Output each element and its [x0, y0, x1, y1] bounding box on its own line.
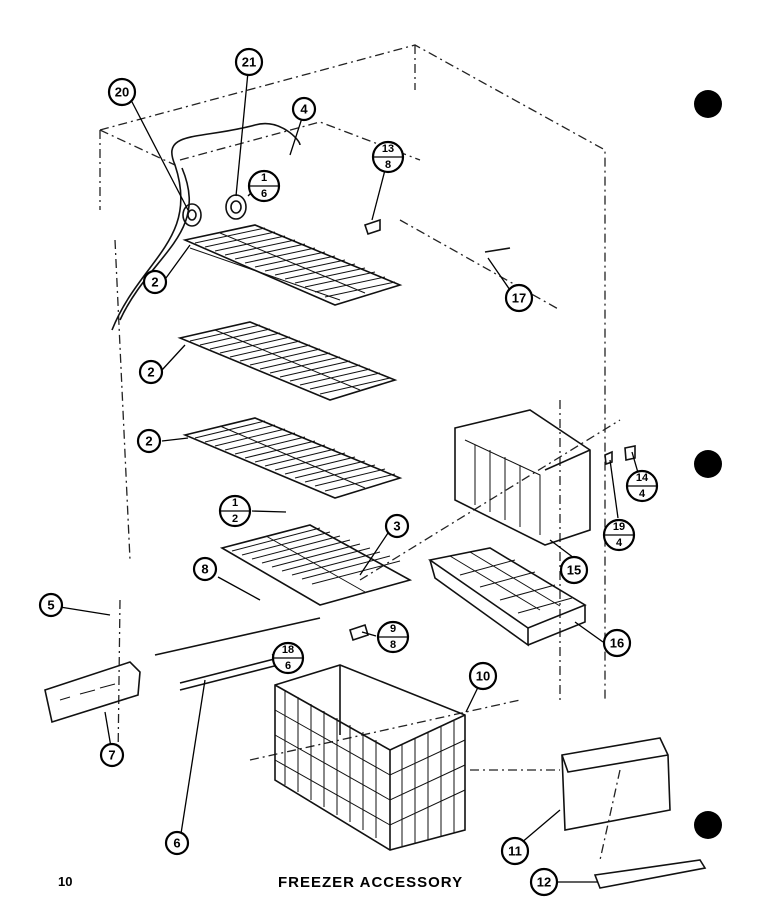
- svg-text:4: 4: [616, 537, 623, 549]
- svg-text:12: 12: [537, 875, 551, 890]
- callout-20: 20: [107, 77, 137, 107]
- ice-cube-tray: [427, 547, 587, 647]
- wire-shelf-2: [177, 321, 398, 401]
- page-number: 10: [58, 874, 73, 889]
- svg-text:4: 4: [639, 488, 646, 500]
- svg-text:6: 6: [173, 836, 180, 851]
- svg-text:14: 14: [636, 472, 649, 484]
- callout-21: 21: [234, 47, 264, 77]
- callout-1-over-2: 1 2: [218, 494, 252, 528]
- svg-text:21: 21: [242, 55, 256, 70]
- callout-10: 10: [468, 661, 498, 691]
- callout-15: 15: [559, 555, 589, 585]
- svg-text:6: 6: [261, 188, 267, 200]
- wire-shelf-3: [182, 417, 403, 499]
- freezer-cabinet-outline: [99, 44, 621, 861]
- svg-text:2: 2: [151, 275, 158, 290]
- callout-16: 16: [602, 628, 632, 658]
- page-title: FREEZER ACCESSORY: [278, 874, 464, 891]
- callout-11: 11: [500, 836, 530, 866]
- callout-1-over-6: 1 6: [247, 169, 281, 203]
- svg-text:1: 1: [261, 172, 267, 184]
- svg-text:1: 1: [232, 497, 238, 509]
- control-wire: [111, 122, 301, 331]
- svg-text:8: 8: [385, 159, 391, 171]
- callout-13-over-8: 13 8: [371, 140, 405, 174]
- svg-text:7: 7: [108, 748, 115, 763]
- svg-text:8: 8: [390, 639, 396, 651]
- svg-text:3: 3: [393, 519, 400, 534]
- callout-4: 4: [291, 96, 317, 122]
- wire-shelf-4: [219, 524, 413, 606]
- svg-text:18: 18: [282, 644, 294, 656]
- callout-2-lower: 2: [136, 428, 162, 454]
- svg-text:9: 9: [390, 623, 396, 635]
- svg-text:10: 10: [476, 669, 490, 684]
- callout-19-over-4: 19 4: [602, 518, 636, 552]
- callout-12: 12: [529, 867, 559, 897]
- callout-6: 6: [164, 830, 190, 856]
- callout-leaders: [59, 71, 642, 883]
- wire-shelf-1: [182, 224, 403, 306]
- callout-17: 17: [504, 283, 534, 313]
- svg-text:11: 11: [508, 844, 522, 859]
- door-bar-retainer: [593, 859, 707, 889]
- svg-text:5: 5: [47, 598, 54, 613]
- door-bar-panel: [561, 737, 671, 831]
- svg-text:6: 6: [285, 660, 291, 672]
- callout-9-over-8: 9 8: [376, 620, 410, 654]
- svg-text:2: 2: [147, 365, 154, 380]
- shelf-rail: [154, 617, 321, 691]
- callout-14-over-4: 14 4: [625, 469, 659, 503]
- control-panel-housing: [44, 661, 141, 724]
- svg-text:2: 2: [145, 434, 152, 449]
- callout-3: 3: [384, 513, 410, 539]
- svg-text:15: 15: [567, 563, 581, 578]
- evaporator-cover: [454, 409, 591, 546]
- binding-hole-marks: [694, 90, 722, 839]
- callout-18-over-6: 18 6: [271, 641, 305, 675]
- thermostat-knob: [182, 203, 202, 227]
- svg-text:4: 4: [300, 102, 308, 117]
- svg-text:2: 2: [232, 513, 238, 525]
- svg-text:16: 16: [610, 636, 624, 651]
- callout-5: 5: [38, 592, 64, 618]
- svg-text:8: 8: [201, 562, 208, 577]
- svg-text:17: 17: [512, 291, 526, 306]
- freezer-basket: [274, 664, 466, 851]
- svg-text:19: 19: [613, 521, 625, 533]
- svg-text:20: 20: [115, 85, 129, 100]
- svg-text:13: 13: [382, 143, 394, 155]
- callout-2-middle: 2: [138, 359, 164, 385]
- control-knob: [225, 194, 247, 220]
- callout-2-top: 2: [142, 269, 168, 295]
- callout-7: 7: [99, 742, 125, 768]
- callout-8: 8: [192, 556, 218, 582]
